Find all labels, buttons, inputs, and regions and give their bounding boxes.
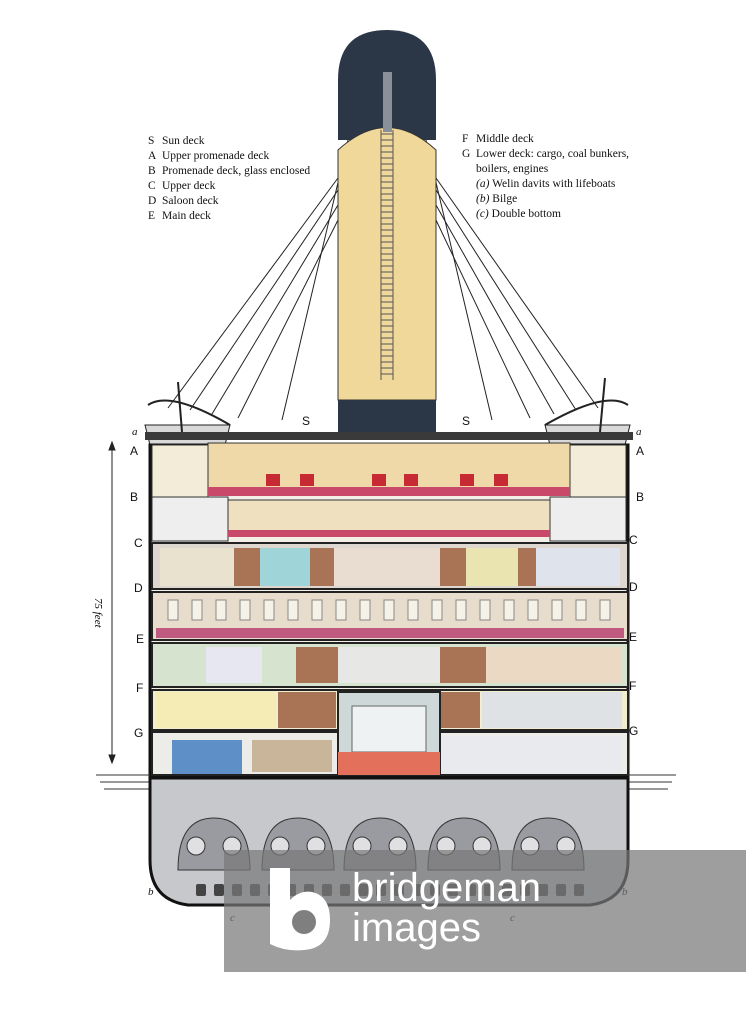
legend-item-g-cont: boilers, engines — [476, 163, 549, 175]
chair — [460, 474, 474, 486]
boiler-room — [337, 691, 441, 776]
window — [167, 599, 179, 621]
window — [287, 599, 299, 621]
window — [599, 599, 611, 621]
deck-label-c-left: C — [134, 536, 143, 550]
bilge-label-left: b — [148, 886, 154, 898]
legend-item-double-bottom: (c) Double bottom — [476, 208, 561, 220]
davit-label-left: a — [132, 426, 138, 438]
davit-label-right: a — [636, 426, 642, 438]
deck-label-a-left: A — [130, 444, 139, 458]
measure-label: 75 feet — [92, 598, 104, 628]
funnel — [337, 30, 437, 432]
deck-label-g-left: G — [134, 726, 144, 740]
measure-arrow — [108, 440, 116, 765]
chair — [494, 474, 508, 486]
deck-label-b-right: B — [636, 490, 645, 504]
watermark-line-1: bridgeman — [352, 866, 542, 910]
watermark-banner: bridgeman images — [224, 850, 746, 972]
deck-d — [151, 591, 629, 641]
watermark-line-2: images — [352, 906, 481, 950]
window — [383, 599, 395, 621]
window — [575, 599, 587, 621]
window — [455, 599, 467, 621]
window — [311, 599, 323, 621]
deck-label-e-left: E — [136, 632, 145, 646]
deck-label-f-right: F — [629, 679, 637, 693]
chair — [266, 474, 280, 486]
deck-label-g-right: G — [629, 724, 639, 738]
chair — [372, 474, 386, 486]
double-bottom-cell — [196, 884, 206, 896]
window — [503, 599, 515, 621]
window — [239, 599, 251, 621]
window — [527, 599, 539, 621]
water — [96, 774, 676, 790]
deck-e — [151, 642, 629, 688]
double-bottom-cell — [214, 884, 224, 896]
window — [359, 599, 371, 621]
chair — [404, 474, 418, 486]
window — [479, 599, 491, 621]
deck-label-b-left: B — [130, 490, 139, 504]
deck-label-d-left: D — [134, 581, 143, 595]
window — [263, 599, 275, 621]
deck-b — [151, 496, 627, 542]
deck-a — [151, 442, 627, 498]
window — [431, 599, 443, 621]
chair — [300, 474, 314, 486]
deck-label-c-right: C — [629, 533, 638, 547]
bilge-port — [186, 836, 206, 856]
bridgeman-logo-icon — [270, 868, 330, 951]
deck-label-d-right: D — [629, 580, 638, 594]
window — [407, 599, 419, 621]
legend-item-davits: (a) Welin davits with lifeboats — [476, 178, 616, 190]
legend-item-bilge: (b) Bilge — [476, 193, 518, 205]
deck-c — [151, 542, 629, 590]
sun-deck-label-right: S — [462, 414, 471, 428]
deck-label-f-left: F — [136, 681, 144, 695]
window — [215, 599, 227, 621]
deck-label-e-right: E — [629, 630, 638, 644]
rigging-lines — [167, 139, 599, 421]
window — [191, 599, 203, 621]
deck-label-a-right: A — [636, 444, 645, 458]
watermark-text: bridgeman images — [352, 868, 541, 948]
window — [335, 599, 347, 621]
window — [551, 599, 563, 621]
sun-deck-label-left: S — [302, 414, 311, 428]
